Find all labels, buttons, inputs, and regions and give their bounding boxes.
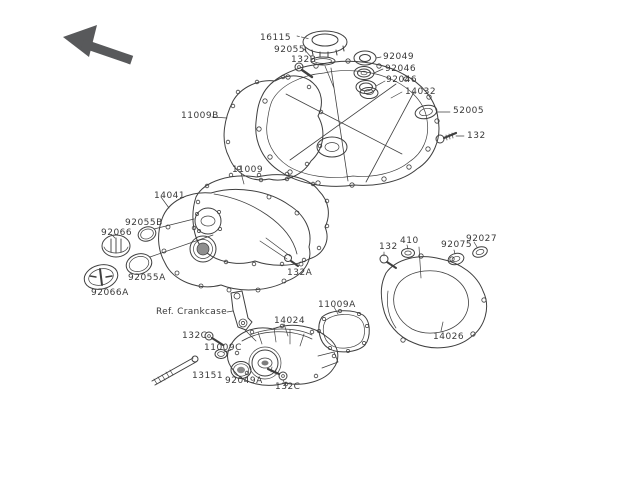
part-label-92046-lower: 92046 (386, 75, 418, 85)
part-label-11009b: 11009B (181, 111, 219, 121)
oring-11009c-drawing (214, 349, 232, 359)
gasket-52005-drawing (414, 104, 438, 120)
engine-cover-14032-drawing (255, 58, 440, 188)
water-pump-14024-drawing (226, 323, 339, 387)
screw-132a-drawing (284, 254, 299, 267)
part-label-14032: 14032 (405, 87, 437, 97)
gasket-11009b-drawing (223, 74, 324, 183)
oring-92055a-drawing (125, 234, 214, 275)
part-label-132c-bottom: 132C (275, 382, 301, 392)
part-label-410: 410 (400, 236, 419, 246)
part-label-13151: 13151 (192, 371, 224, 381)
part-label-11009a: 11009A (318, 300, 356, 310)
direction-arrow-icon (63, 25, 134, 65)
part-label-132b: 132B (291, 55, 317, 65)
gasket-11009-drawing (191, 171, 330, 267)
part-label-92049: 92049 (383, 52, 415, 62)
part-label-11009c: 11009C (204, 343, 242, 353)
washer-410-drawing (401, 244, 422, 279)
part-label-92027: 92027 (466, 234, 498, 244)
gasket-11009a-drawing (317, 306, 370, 353)
oil-filler-cap-drawing (302, 30, 348, 89)
part-label-16115: 16115 (260, 33, 292, 43)
leader-lines (112, 35, 465, 239)
part-label-92066: 92066 (101, 228, 133, 238)
part-label-92046-upper: 92046 (385, 64, 417, 74)
part-label-11009: 11009 (232, 165, 264, 175)
crankcase-ref-arm-drawing (226, 290, 257, 342)
part-label-132-top: 132 (467, 131, 486, 141)
ref-crankcase-label: Ref. Crankcase (156, 307, 227, 317)
part-label-92049a: 92049A (225, 376, 263, 386)
part-label-92055b: 92055B (125, 218, 163, 228)
seal-92049a-drawing (230, 361, 252, 379)
part-label-132a: 132A (287, 268, 313, 278)
bolt-132-top-drawing (435, 131, 458, 144)
part-label-92055a: 92055A (128, 273, 166, 283)
part-label-52005: 52005 (453, 106, 485, 116)
part-label-14026: 14026 (433, 332, 465, 342)
part-label-132-right: 132 (379, 242, 398, 252)
bolt-132-right-drawing (379, 251, 397, 269)
cover-14026-drawing (380, 253, 487, 349)
screw-132b-drawing (294, 62, 314, 79)
collar-92027-drawing (472, 241, 488, 258)
oring-92055b-drawing (137, 218, 195, 242)
clutch-cover-14041-drawing (158, 188, 311, 293)
part-label-92055: 92055 (274, 45, 306, 55)
shaft-13151-drawing (151, 355, 199, 386)
plug-92066a-drawing (83, 264, 119, 290)
part-label-14024: 14024 (274, 316, 306, 326)
part-label-132c-left: 132C (182, 331, 208, 341)
part-label-92075: 92075 (441, 240, 473, 250)
bolt-132c-bottom-drawing (266, 366, 288, 383)
part-label-92066a: 92066A (91, 288, 129, 298)
part-label-14041: 14041 (154, 191, 186, 201)
screw-132c-left-drawing (204, 331, 225, 347)
plug-92066-drawing (101, 234, 131, 258)
